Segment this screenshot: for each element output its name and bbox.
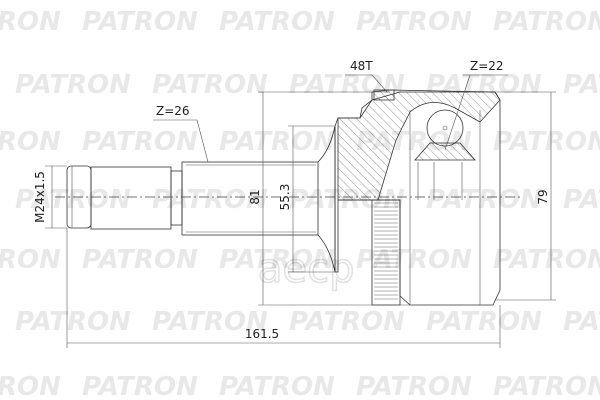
inner-race — [414, 142, 476, 161]
thread-dimension: M24x1.5 — [33, 171, 47, 223]
patron-watermark: PATRON — [493, 7, 600, 37]
patron-watermark: PATRON — [289, 70, 405, 100]
patron-watermark: PATRON — [493, 372, 600, 400]
patron-watermark: PATRON — [426, 185, 542, 215]
outer-spline-label: Z=26 — [156, 104, 190, 118]
abs-teeth-label: 48T — [350, 59, 373, 73]
patron-watermark: PATRON — [426, 70, 542, 100]
patron-watermark: PATRON — [82, 372, 198, 400]
patron-watermark: PATRON — [356, 7, 472, 37]
ball — [426, 109, 464, 147]
dimensions: M24x1.5 81 55.3 79 161.5 Z=26 48T Z=22 — [33, 59, 556, 348]
bell-housing — [334, 89, 501, 306]
patron-watermark: PATRON — [0, 127, 61, 157]
watermark-layer: PATRON PATRON PATRON PATRON PATRON PATRON PATR… — [0, 7, 600, 400]
patron-watermark: PATRON — [152, 307, 268, 337]
patron-watermark: PATRON — [356, 372, 472, 400]
patron-watermark: PATRON — [152, 185, 268, 215]
patron-watermark: PATRON — [356, 127, 472, 157]
dimension-55-3: 55.3 — [278, 184, 292, 211]
patron-watermark: PATRON — [563, 185, 600, 215]
patron-watermark: PATRON — [152, 70, 268, 100]
patron-watermark: PATRON — [82, 7, 198, 37]
patron-watermark: PATRON — [15, 185, 131, 215]
patron-watermark: PATRON — [15, 307, 131, 337]
patron-watermark: PATRON — [493, 245, 600, 275]
patron-watermark: PATRON — [0, 7, 61, 37]
patron-watermark: PATRON — [82, 245, 198, 275]
patron-watermark: PATRON — [493, 127, 600, 157]
patron-watermark: PATRON — [289, 185, 405, 215]
patron-watermark: PATRON — [82, 127, 198, 157]
patron-watermark: PATRON — [219, 372, 335, 400]
patron-watermark: PATRON — [0, 245, 61, 275]
patron-watermark: PATRON — [219, 245, 335, 275]
patron-watermark: PATRON — [563, 307, 600, 337]
patron-watermark: PATRON — [426, 307, 542, 337]
patron-watermark: PATRON — [289, 307, 405, 337]
dimension-161-5: 161.5 — [245, 327, 279, 341]
patron-watermark: PATRON — [219, 127, 335, 157]
logo-watermark: аеср — [258, 246, 355, 292]
patron-watermark: PATRON — [563, 70, 600, 100]
patron-watermark: PATRON — [15, 70, 131, 100]
spline-shaft — [181, 161, 319, 236]
dimension-81: 81 — [248, 189, 262, 204]
dimension-79: 79 — [536, 189, 550, 204]
abs-ring-teeth — [373, 89, 395, 101]
inner-spline-label: Z=22 — [470, 59, 504, 73]
patron-watermark: PATRON — [219, 7, 335, 37]
cv-joint-part — [55, 89, 520, 306]
patron-watermark: PATRON — [0, 372, 61, 400]
patron-watermark: PATRON — [356, 245, 472, 275]
